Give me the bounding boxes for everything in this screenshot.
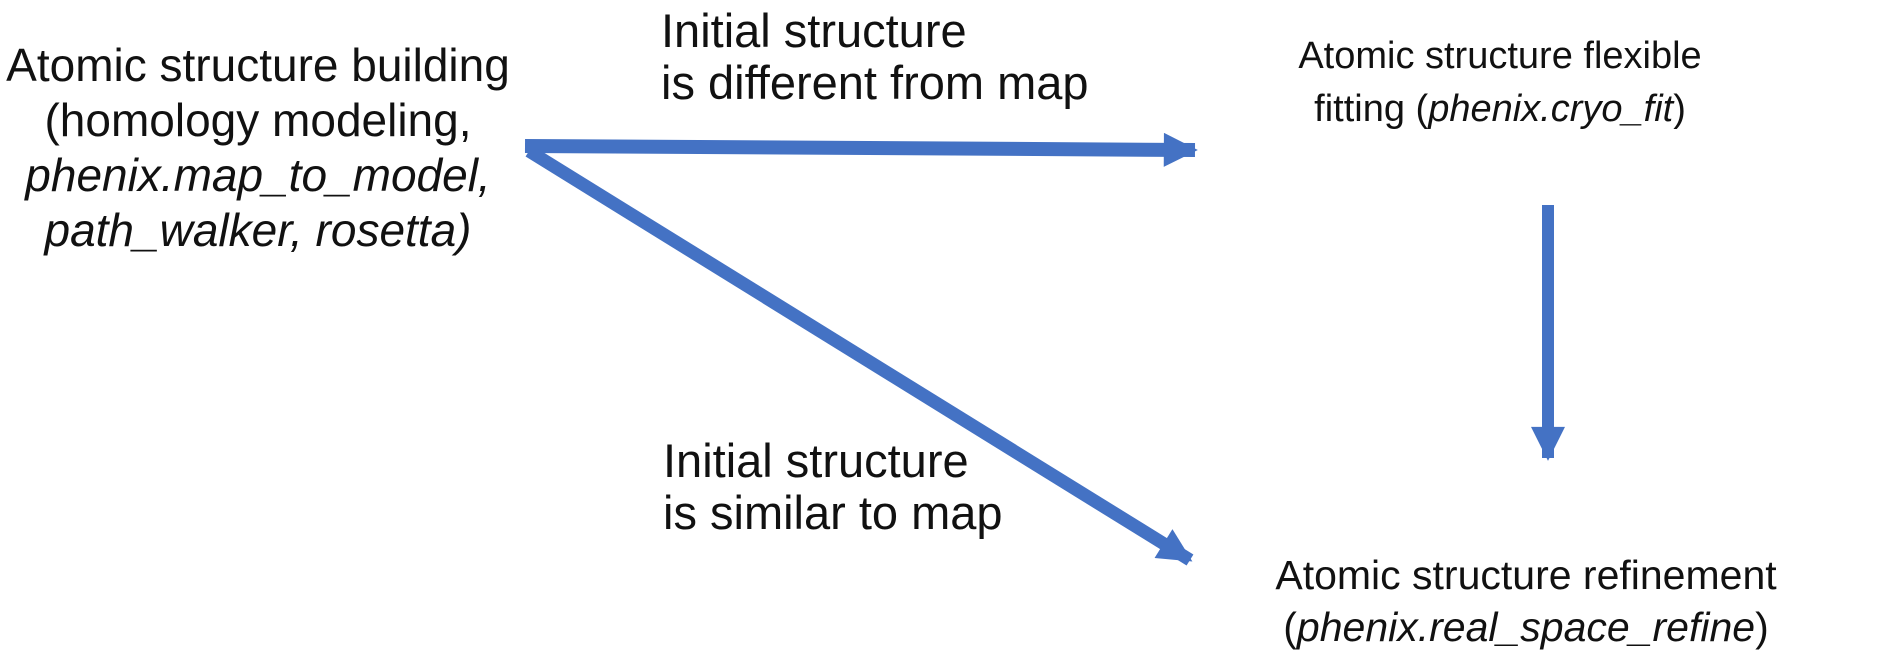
node-fitting-line2-suffix: ): [1673, 88, 1686, 130]
arrow-building-to-fitting: [524, 132, 1198, 167]
node-building: Atomic structure building (homology mode…: [0, 38, 518, 258]
edge-label-similar: Initial structure is similar to map: [663, 435, 1003, 539]
node-fitting: Atomic structure flexible fitting (pheni…: [1240, 30, 1760, 136]
node-refinement-line2-program: phenix.real_space_refine: [1296, 604, 1756, 650]
edge-label-similar-line2: is similar to map: [663, 486, 1003, 539]
node-refinement-line1: Atomic structure refinement: [1275, 552, 1777, 598]
node-refinement: Atomic structure refinement (phenix.real…: [1246, 549, 1806, 653]
edge-label-different-line2: is different from map: [661, 56, 1089, 109]
node-building-line1: Atomic structure building: [6, 39, 510, 91]
edge-label-different: Initial structure is different from map: [661, 5, 1089, 109]
node-building-line4: path_walker, rosetta): [44, 204, 472, 256]
edge-label-similar-line1: Initial structure: [663, 434, 969, 487]
node-building-line3: phenix.map_to_model,: [25, 149, 491, 201]
node-refinement-line2: (phenix.real_space_refine): [1246, 601, 1806, 653]
arrow-building-to-refinement: [525, 145, 1194, 566]
edge-label-different-line1: Initial structure: [661, 4, 967, 57]
node-fitting-line2: fitting (phenix.cryo_fit): [1240, 83, 1760, 136]
node-building-line2: (homology modeling,: [44, 94, 472, 146]
node-fitting-line1: Atomic structure flexible: [1298, 35, 1702, 77]
node-refinement-line2-prefix: (: [1283, 604, 1297, 650]
node-refinement-line2-suffix: ): [1755, 604, 1769, 650]
node-fitting-line2-prefix: fitting (: [1314, 88, 1429, 130]
node-fitting-line2-program: phenix.cryo_fit: [1428, 88, 1674, 130]
